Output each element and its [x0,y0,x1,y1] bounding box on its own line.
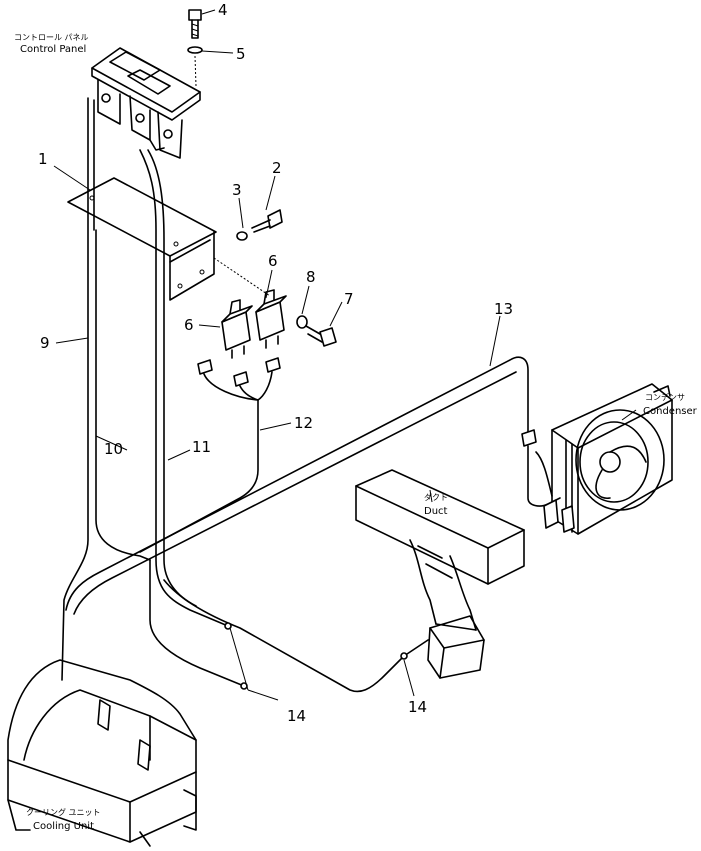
bolt-7 [305,325,337,347]
control-panel [91,47,201,159]
wire-10 [95,229,151,561]
washer-5 [187,46,203,54]
cooling-unit-caption: Cooling Unit [33,821,94,832]
callout-3: 3 [232,181,242,199]
wire-14-left [149,559,245,687]
cooling-unit-caption-jp: クーリング ユニット [26,807,101,817]
wire-13 [65,356,529,611]
callout-1: 1 [38,150,48,168]
callout-14-right: 14 [408,698,427,716]
control-panel-caption: Control Panel [20,44,86,55]
bolt-2 [251,209,283,233]
relay-6-left [221,299,253,359]
callout-9: 9 [40,334,50,352]
bracket-1 [67,177,217,301]
wire-11 [139,149,229,627]
callout-12: 12 [294,414,313,432]
callout-6-lower: 6 [184,316,194,334]
callout-13: 13 [494,300,513,318]
condenser-caption: Condenser [643,406,698,417]
callout-14-left: 14 [287,707,306,725]
callout-10: 10 [104,440,123,458]
duct-caption-jp: ダクト [424,492,448,502]
condenser-connector [521,429,575,533]
cooling-unit [7,659,197,847]
harness-12 [139,357,281,553]
wire-14-right [163,579,429,693]
wire-9 [61,97,89,681]
washer-3 [236,231,248,241]
condenser-caption-jp: コンデンサ [645,392,685,402]
callout-11: 11 [192,438,211,456]
condenser [551,383,673,535]
washer-8 [296,315,308,329]
relay-6-right [255,289,287,349]
bolt-4 [188,9,202,39]
duct [355,469,525,679]
duct-caption: Duct [424,506,448,517]
callout-7: 7 [344,290,354,308]
control-panel-caption-jp: コントロール パネル [14,33,89,42]
callout-5: 5 [236,45,246,63]
callout-6-upper: 6 [268,252,278,270]
callout-8: 8 [306,268,316,286]
leader-lines [53,9,637,701]
callout-4: 4 [218,1,228,19]
callout-2: 2 [272,159,282,177]
